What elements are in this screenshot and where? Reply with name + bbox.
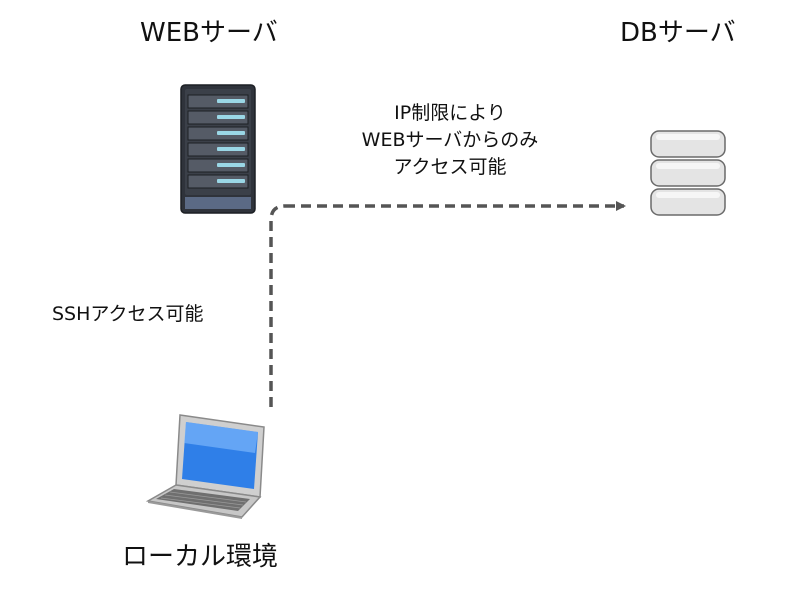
ip-restriction-note: IP制限により WEBサーバからのみ アクセス可能 — [330, 100, 570, 181]
server-rack-icon — [180, 84, 256, 214]
local-environment-label: ローカル環境 — [122, 542, 279, 572]
ip-restriction-line-1: IP制限により — [394, 102, 506, 124]
database-icon — [650, 130, 726, 216]
web-server-label: WEBサーバ — [140, 18, 278, 48]
ssh-dashed-line — [269, 204, 286, 407]
ssh-access-note: SSHアクセス可能 — [52, 303, 204, 325]
ip-restriction-line-2: WEBサーバからのみ — [361, 129, 539, 151]
ip-restriction-line-3: アクセス可能 — [393, 156, 507, 178]
laptop-icon — [145, 414, 265, 519]
db-server-label: DBサーバ — [620, 18, 736, 48]
